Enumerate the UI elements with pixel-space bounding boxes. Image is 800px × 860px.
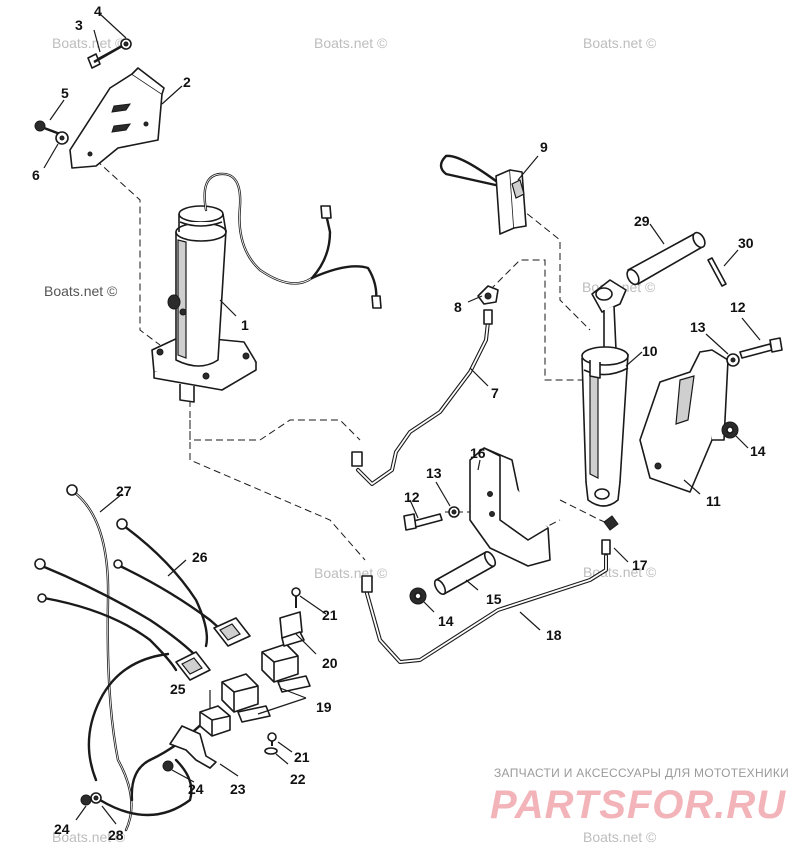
callout-7: 7 <box>491 385 499 401</box>
callout-28: 28 <box>108 827 124 843</box>
callout-16: 16 <box>470 445 486 461</box>
callout-18: 18 <box>546 627 562 643</box>
fitting <box>601 515 619 555</box>
callout-20: 20 <box>322 655 338 671</box>
relay <box>199 705 231 737</box>
callout-3: 3 <box>75 17 83 33</box>
watermark: Boats.net © <box>583 35 657 51</box>
callout-30: 30 <box>738 235 754 251</box>
callout-4: 4 <box>94 3 102 19</box>
callout-23: 23 <box>230 781 246 797</box>
nut <box>721 421 739 439</box>
fitting <box>477 285 499 305</box>
hydraulic-tube <box>361 554 608 664</box>
callout-24: 24 <box>188 781 204 797</box>
callout-14-center: 14 <box>438 613 454 629</box>
callout-26: 26 <box>192 549 208 565</box>
screw <box>291 587 301 608</box>
watermark: Boats.net © <box>583 564 657 580</box>
bolt <box>739 337 783 359</box>
clip-bracket <box>439 154 527 235</box>
pump-motor <box>151 172 382 403</box>
watermark: Boats.net © <box>52 35 126 51</box>
callout-9: 9 <box>540 139 548 155</box>
watermark: Boats.net © <box>314 35 388 51</box>
callout-8: 8 <box>454 299 462 315</box>
callout-13-center: 13 <box>426 465 442 481</box>
watermark: Boats.net © <box>52 829 126 845</box>
nut <box>409 587 427 605</box>
washer <box>726 353 740 367</box>
relay <box>221 673 271 723</box>
callout-6: 6 <box>32 167 40 183</box>
washer <box>90 792 102 804</box>
leader-lines <box>43 13 761 825</box>
callout-14: 14 <box>750 443 766 459</box>
nut <box>162 760 174 772</box>
bolt <box>87 44 123 69</box>
callout-12-center: 12 <box>404 489 420 505</box>
center-bracket <box>469 447 551 567</box>
callout-17: 17 <box>632 557 648 573</box>
wiring-harness <box>34 484 251 832</box>
callout-29: 29 <box>634 213 650 229</box>
callout-27: 27 <box>116 483 132 499</box>
callout-19: 19 <box>316 699 332 715</box>
callout-24-left: 24 <box>54 821 70 837</box>
nut <box>80 794 92 806</box>
washer <box>264 747 278 755</box>
nut <box>120 38 132 50</box>
callout-13: 13 <box>690 319 706 335</box>
relay <box>261 643 311 693</box>
watermark: Boats.net © <box>583 829 657 845</box>
callout-21-lower: 21 <box>294 749 310 765</box>
right-bracket <box>639 349 729 493</box>
callout-25: 25 <box>170 681 186 697</box>
watermark: Boats.net © <box>44 283 118 299</box>
relay-bracket <box>169 725 217 769</box>
mounting-bracket <box>69 67 165 169</box>
screw <box>267 732 277 746</box>
pivot-pin <box>626 231 706 286</box>
hydraulic-tube <box>351 309 493 486</box>
trim-cylinder <box>581 279 629 507</box>
screw <box>34 120 61 136</box>
callout-5: 5 <box>61 85 69 101</box>
relay-bracket <box>279 611 305 647</box>
callout-1: 1 <box>241 317 249 333</box>
watermark: Boats.net © <box>314 565 388 581</box>
callout-10: 10 <box>642 343 658 359</box>
shop-logo: PARTSFOR.RU <box>490 783 786 827</box>
callout-22: 22 <box>290 771 306 787</box>
shop-tagline: ЗАПЧАСТИ И АКСЕССУАРЫ ДЛЯ МОТОТЕХНИКИ <box>494 766 789 780</box>
callout-numbers: 1 2 3 4 5 6 7 8 9 10 11 12 13 14 15 16 1… <box>32 3 766 843</box>
washer <box>55 131 69 145</box>
callout-2: 2 <box>183 74 191 90</box>
washer <box>448 506 460 518</box>
bolt <box>403 513 443 531</box>
callout-15: 15 <box>486 591 502 607</box>
callout-11: 11 <box>706 493 721 509</box>
pivot-pin <box>433 550 497 596</box>
callout-21: 21 <box>322 607 338 623</box>
cotter-pin <box>707 257 727 287</box>
callout-12: 12 <box>730 299 746 315</box>
